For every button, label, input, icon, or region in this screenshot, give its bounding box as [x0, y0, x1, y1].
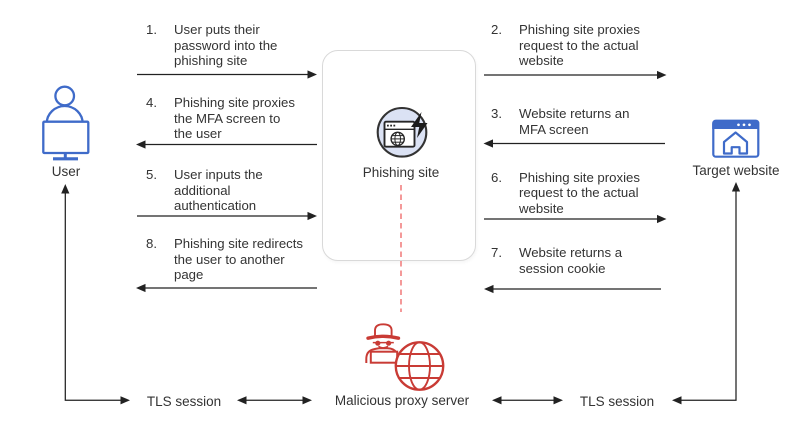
arrow-step-1: [137, 70, 317, 79]
malicious-proxy-icon: [365, 323, 445, 391]
lightning-icon: [411, 112, 428, 138]
tls-session-label-left: TLS session: [146, 394, 222, 409]
arrow-step-5: [137, 211, 317, 221]
step-4: 4. Phishing site proxies the MFA screen …: [146, 95, 306, 142]
tls-line-target: [672, 182, 741, 405]
step-7-text: Website returns a session cookie: [519, 245, 623, 276]
arrow-step-8: [136, 283, 317, 293]
browser-titlebar: [712, 120, 759, 129]
arrow-step-6: [484, 214, 667, 224]
step-1-text: User puts their password into the phishi…: [174, 22, 278, 69]
arrow-step-3: [483, 139, 665, 148]
step-4-number: 4.: [146, 95, 157, 110]
step-5-number: 5.: [146, 167, 157, 182]
step-5-text: User inputs the additional authenticatio…: [174, 167, 263, 214]
step-6: 6. Phishing site proxies request to the …: [491, 170, 651, 217]
target-website-label: Target website: [692, 163, 780, 178]
user-label: User: [51, 164, 81, 179]
step-6-number: 6.: [491, 169, 502, 185]
step-4-text: Phishing site proxies the MFA screen to …: [174, 95, 295, 142]
phishing-site-label: Phishing site: [362, 165, 440, 180]
step-3: 3. Website returns an MFA screen: [491, 106, 651, 137]
arrow-step-7: [484, 284, 661, 294]
step-3-number: 3.: [491, 106, 502, 121]
step-7-number: 7.: [491, 245, 502, 260]
tls-session-label-right: TLS session: [579, 394, 655, 409]
arrow-step-4: [136, 140, 317, 149]
step-3-text: Website returns an MFA screen: [519, 106, 630, 137]
tls-proxy-arrow-left: [237, 396, 312, 405]
home-icon: [722, 131, 749, 155]
phishing-site-icon: [376, 106, 428, 158]
user-icon: [42, 85, 90, 161]
step-8-number: 8.: [146, 236, 157, 251]
step-2-number: 2.: [491, 22, 502, 37]
step-1-number: 1.: [146, 22, 157, 37]
step-2-text: Phishing site proxies request to the act…: [519, 22, 640, 69]
step-1: 1. User puts their password into the phi…: [146, 22, 306, 69]
target-website-icon: [712, 119, 760, 158]
step-8: 8. Phishing site redirects the user to a…: [146, 236, 306, 283]
step-8-text: Phishing site redirects the user to anot…: [174, 236, 304, 283]
arrow-step-2: [484, 70, 667, 80]
tls-proxy-arrow-right: [492, 396, 563, 405]
step-6-text: Phishing site proxies request to the act…: [519, 169, 640, 216]
step-5: 5. User inputs the additional authentica…: [146, 167, 306, 214]
step-7: 7. Website returns a session cookie: [491, 245, 651, 276]
malicious-proxy-label: Malicious proxy server: [334, 393, 470, 408]
tls-line-user: [61, 184, 130, 405]
step-2: 2. Phishing site proxies request to the …: [491, 22, 651, 69]
